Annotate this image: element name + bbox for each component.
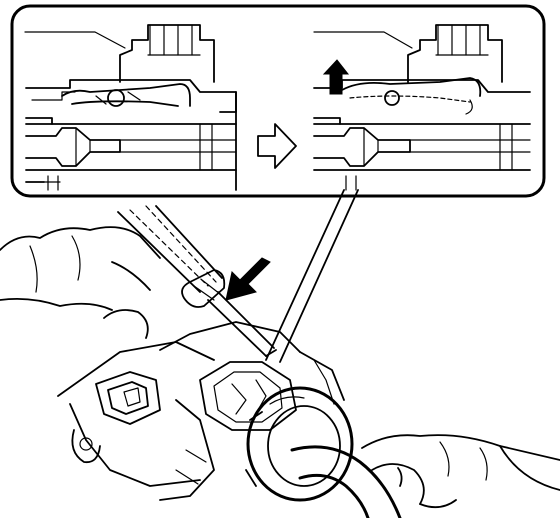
inset-left-view <box>24 24 237 191</box>
right-hand <box>361 434 560 509</box>
callout-leader <box>265 189 359 363</box>
mounting-bracket <box>299 351 345 405</box>
right-arrow-icon <box>257 123 297 169</box>
main-view <box>0 205 560 518</box>
screwdriver <box>117 205 277 357</box>
cable <box>290 445 402 518</box>
left-hand <box>0 226 161 339</box>
up-arrow-icon <box>322 59 350 95</box>
detail-inset <box>10 4 546 198</box>
inset-right-view <box>313 24 531 191</box>
connector-housing <box>57 321 354 502</box>
push-arrow-icon <box>225 257 271 301</box>
inset-frame <box>10 4 546 198</box>
